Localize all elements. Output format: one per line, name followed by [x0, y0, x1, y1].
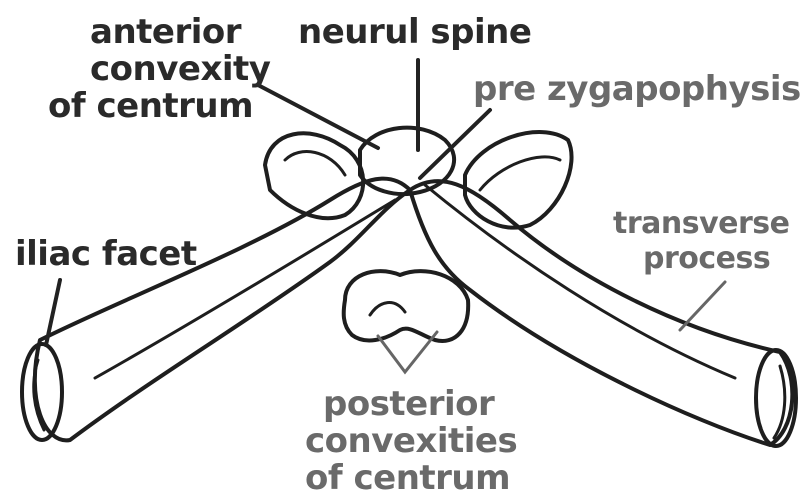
label-neural-spine: neurul spine: [298, 12, 531, 52]
label-transverse-process-line1: transverse: [613, 206, 790, 241]
leader-anterior-convexity: [258, 85, 378, 148]
left-zygapophysis-lobe: [265, 133, 363, 218]
label-anterior-convexity-line1: anterior: [90, 12, 242, 52]
label-posterior-convexities-line1: posterior: [323, 384, 495, 424]
posterior-centrum: [344, 271, 468, 341]
label-pre-zygapophysis: pre zygapophysis: [473, 69, 801, 109]
iliac-facet: [22, 344, 62, 440]
label-anterior-convexity-line3: of centrum: [48, 86, 253, 126]
leader-transverse-process: [680, 282, 725, 330]
leader-pre-zygapophysis: [420, 110, 490, 178]
label-posterior-convexities-line3: of centrum: [305, 458, 510, 498]
label-iliac-facet: iliac facet: [15, 234, 197, 274]
label-anterior-convexity-line2: convexity: [90, 49, 271, 89]
label-posterior-convexities-line2: convexities: [305, 421, 517, 461]
labels: anterior convexity of centrum neurul spi…: [15, 12, 801, 498]
label-transverse-process-line2: process: [643, 241, 770, 276]
right-end-facet: [756, 350, 796, 446]
right-zygapophysis-lobe: [465, 132, 572, 228]
